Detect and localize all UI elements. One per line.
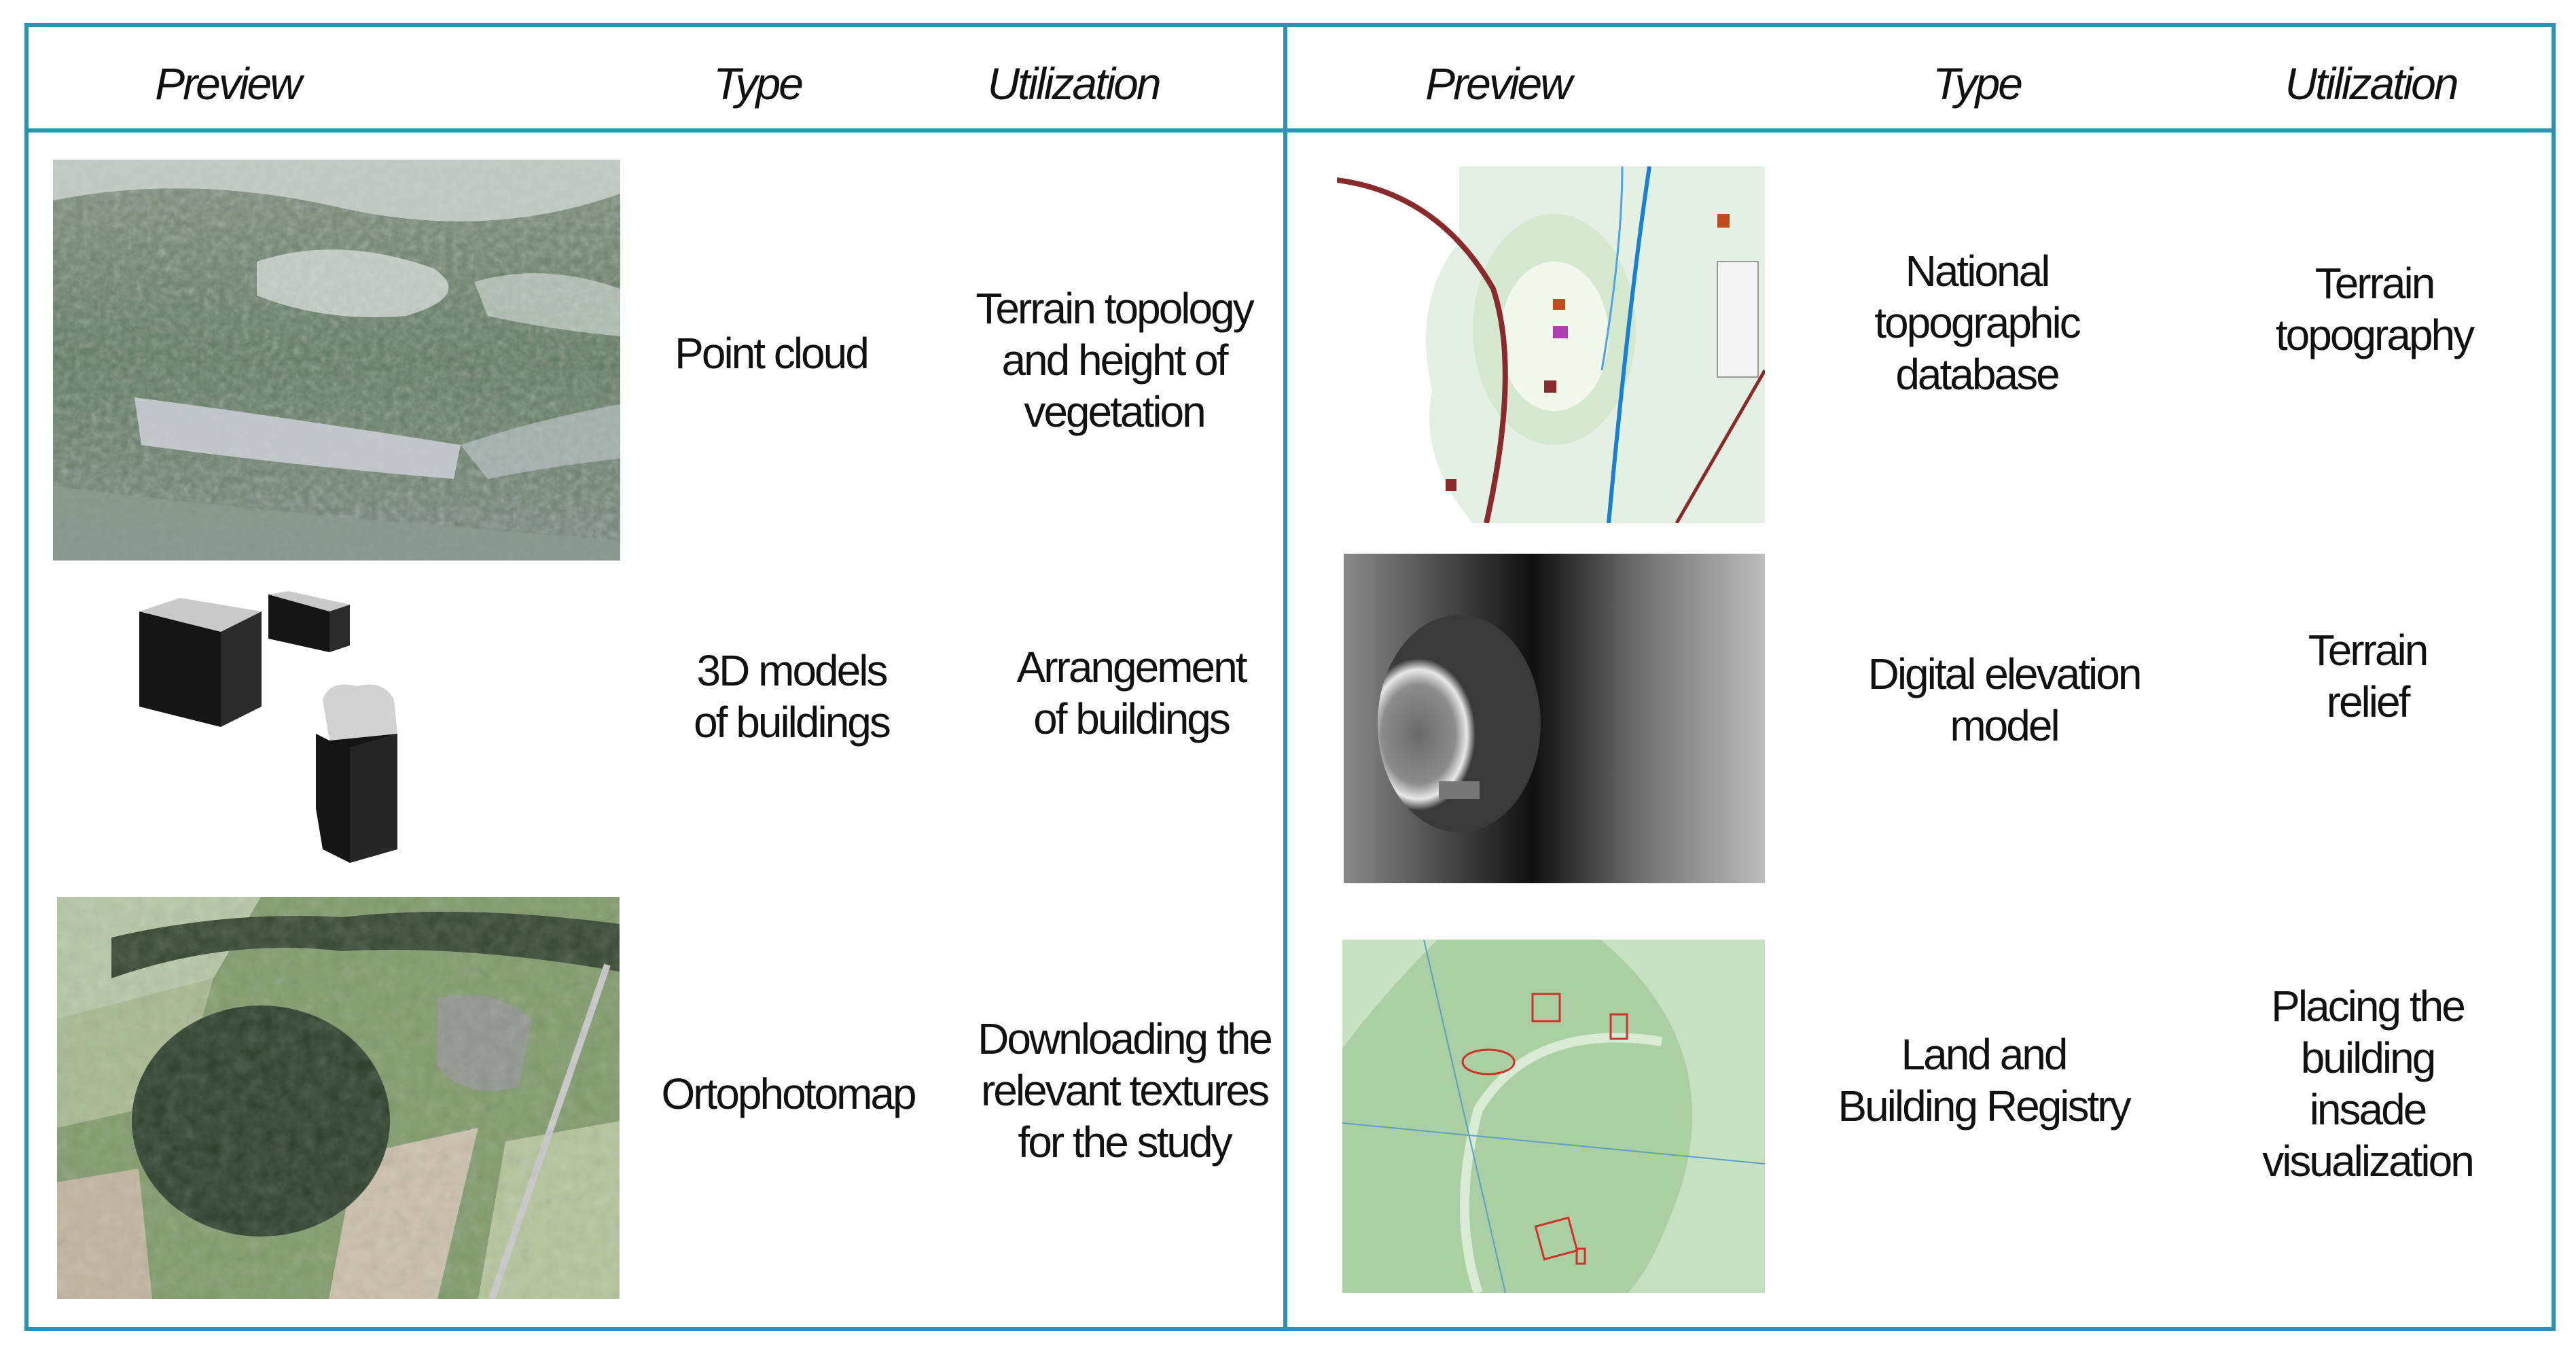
right-row3-type: Land and Building Registry: [1838, 1030, 2131, 1131]
left-row1-type: Point cloud: [675, 329, 870, 378]
header-type-left: Type: [713, 58, 804, 109]
table-frame: [24, 23, 2556, 1331]
orthophoto-image: [57, 897, 620, 1299]
cadastral-map-image: [1342, 940, 1765, 1293]
point-cloud-image: [53, 160, 620, 561]
header-divider: [24, 128, 2556, 132]
right-row2-type: Digital elevation model: [1867, 650, 2143, 750]
right-row1-type: National topographic database: [1874, 247, 2081, 399]
right-row2-utilization: Terrain relief: [2308, 626, 2429, 726]
left-row2-type: 3D models of buildings: [694, 646, 891, 747]
header-utilization-left: Utilization: [987, 58, 1161, 109]
right-row3-utilization: Placing the building insade visualizatio…: [2262, 982, 2475, 1186]
left-row3-type: Ortophotomap: [661, 1069, 916, 1118]
header-utilization-right: Utilization: [2285, 58, 2458, 109]
header-type-right: Type: [1933, 58, 2023, 109]
topographic-map-image: [1337, 166, 1765, 523]
building-models-image: [126, 591, 445, 863]
left-row3-utilization: Downloading the relevant textures for th…: [978, 1014, 1273, 1167]
header-preview-left: Preview: [155, 58, 302, 109]
left-row1-utilization: Terrain topology and height of vegetatio…: [976, 284, 1254, 436]
header-preview-right: Preview: [1425, 58, 1573, 109]
column-divider: [1283, 23, 1287, 1331]
left-row2-utilization: Arrangement of buildings: [1016, 643, 1248, 743]
elevation-model-image: [1344, 554, 1765, 883]
right-row1-utilization: Terrain topography: [2275, 259, 2475, 359]
